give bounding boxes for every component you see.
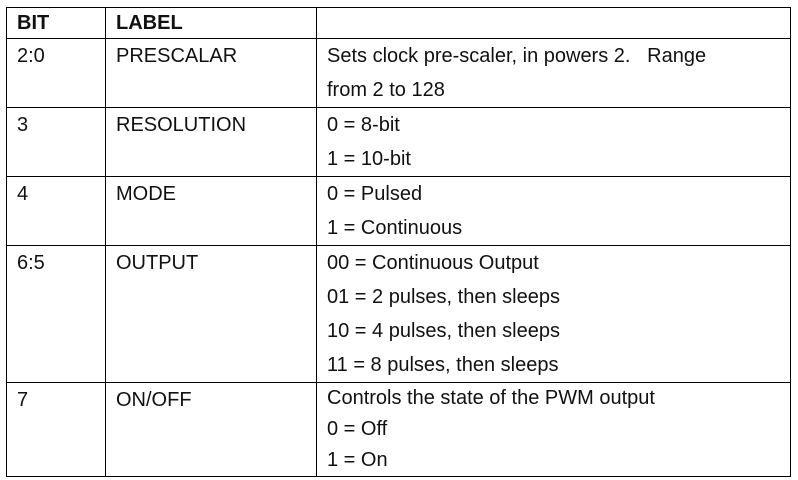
label-cell: ON/OFF [105,382,317,477]
table-row: 3 RESOLUTION 0 = 8-bit 1 = 10-bit [6,107,791,177]
description-line: 1 = 10-bit [327,148,411,170]
description-line: 11 = 8 pulses, then sleeps [327,354,559,376]
bit-cell: 7 [6,382,106,477]
label-cell: OUTPUT [105,245,317,383]
bit-cell: 4 [6,176,106,246]
description-cell: Sets clock pre-scaler, in powers 2. Rang… [316,38,791,108]
table-row: 6:5 OUTPUT 00 = Continuous Output 01 = 2… [6,245,791,383]
label-cell: RESOLUTION [105,107,317,177]
register-bit-table: BIT LABEL 2:0 PRESCALAR Sets clock pre-s… [6,7,791,477]
table-row: 7 ON/OFF Controls the state of the PWM o… [6,382,791,477]
header-bit: BIT [6,7,106,39]
label-cell: MODE [105,176,317,246]
description-cell: 0 = 8-bit 1 = 10-bit [316,107,791,177]
bit-cell: 3 [6,107,106,177]
description-line: 0 = Off [327,418,388,440]
description-line: from 2 to 128 [327,79,445,101]
label-cell: PRESCALAR [105,38,317,108]
table-header-row: BIT LABEL [6,7,791,39]
description-line: Controls the state of the PWM output [327,387,655,409]
header-description [316,7,791,39]
description-cell: Controls the state of the PWM output 0 =… [316,382,791,477]
description-line: 1 = Continuous [327,217,463,239]
description-line: 1 = On [327,449,388,471]
description-line: 0 = 8-bit [327,114,400,136]
table-row: 2:0 PRESCALAR Sets clock pre-scaler, in … [6,38,791,108]
description-line: 10 = 4 pulses, then sleeps [327,320,560,342]
description-line: 0 = Pulsed [327,183,423,205]
header-label: LABEL [105,7,317,39]
bit-cell: 2:0 [6,38,106,108]
description-line: Sets clock pre-scaler, in powers 2. Rang… [327,45,707,67]
description-line: 01 = 2 pulses, then sleeps [327,286,560,308]
description-cell: 0 = Pulsed 1 = Continuous [316,176,791,246]
description-cell: 00 = Continuous Output 01 = 2 pulses, th… [316,245,791,383]
description-line: 00 = Continuous Output [327,252,539,274]
bit-cell: 6:5 [6,245,106,383]
table-row: 4 MODE 0 = Pulsed 1 = Continuous [6,176,791,246]
